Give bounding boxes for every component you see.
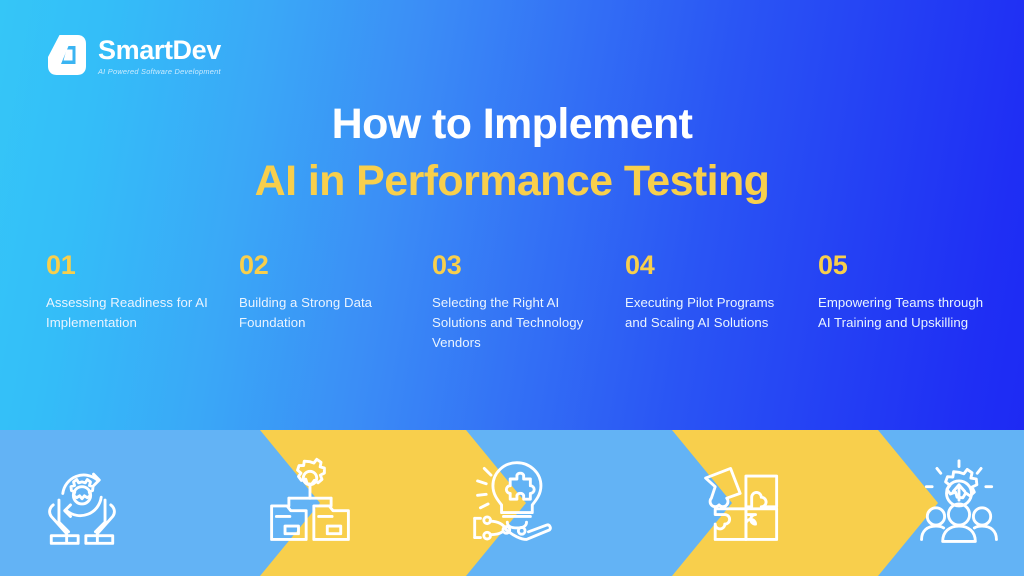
step-label: Executing Pilot Programs and Scaling AI …	[625, 295, 775, 331]
brand-text: SmartDev AI Powered Software Development	[98, 34, 221, 76]
step-item-01: 01 Assessing Readiness for AI Implementa…	[46, 252, 218, 353]
smartdev-d-mark-icon	[48, 35, 86, 75]
brand-name: SmartDev	[98, 35, 221, 66]
step-label: Selecting the Right AI Solutions and Tec…	[432, 295, 584, 351]
chevron-band	[0, 430, 1024, 576]
step-item-02: 02 Building a Strong Data Foundation	[239, 252, 411, 353]
step-number: 05	[818, 250, 848, 280]
brand-logo: SmartDev AI Powered Software Development	[46, 33, 221, 77]
steps-list: 01 Assessing Readiness for AI Implementa…	[46, 252, 990, 353]
step-label: Assessing Readiness for AI Implementatio…	[46, 295, 208, 331]
step-number: 03	[432, 250, 462, 280]
page-title: How to Implement AI in Performance Testi…	[0, 100, 1024, 205]
chevron-1	[0, 430, 320, 576]
step-number: 02	[239, 250, 269, 280]
step-number: 01	[46, 250, 76, 280]
step-item-05: 05 Empowering Teams through AI Training …	[818, 252, 990, 353]
step-item-03: 03 Selecting the Right AI Solutions and …	[432, 252, 604, 353]
chevron-band-shapes	[0, 430, 1024, 576]
step-number: 04	[625, 250, 655, 280]
step-label: Empowering Teams through AI Training and…	[818, 295, 984, 331]
title-line-1: How to Implement	[331, 100, 693, 148]
title-line-2: AI in Performance Testing	[254, 157, 770, 206]
brand-tagline: AI Powered Software Development	[98, 66, 221, 76]
step-item-04: 04 Executing Pilot Programs and Scaling …	[625, 252, 797, 353]
step-label: Building a Strong Data Foundation	[239, 295, 373, 331]
